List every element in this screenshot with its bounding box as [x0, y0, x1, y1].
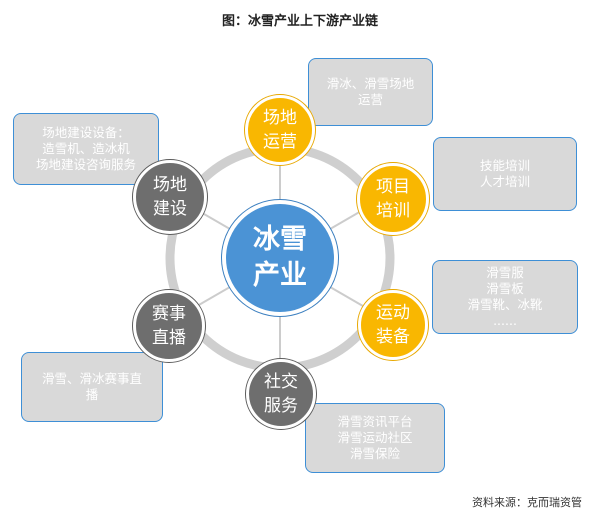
node-social-service: 社交 服务 [246, 359, 316, 429]
box-event-broadcast: 滑雪、滑冰赛事直 播 [21, 352, 163, 422]
box-venue-operation: 滑冰、滑雪场地 运营 [308, 58, 433, 126]
diagram-title: 图：冰雪产业上下游产业链 [221, 14, 378, 29]
box-sports-equipment: 滑雪服 滑雪板 滑雪靴、冰靴 ...... [432, 260, 578, 334]
source-note: 资料来源：克而瑞资管 [472, 496, 582, 509]
node-event-broadcast: 赛事 直播 [133, 290, 205, 362]
box-venue-construction: 场地建设设备： 造雪机、造冰机 场地建设咨询服务 [13, 113, 159, 185]
box-project-training: 技能培训 人才培训 [433, 137, 577, 211]
center-node-ice-snow-industry: 冰雪 产业 [222, 200, 338, 316]
node-sports-equipment: 运动 装备 [358, 290, 428, 360]
node-venue-operation: 场地 运营 [245, 95, 315, 165]
node-project-training: 项目 培训 [357, 163, 429, 235]
node-venue-construction: 场地 建设 [133, 160, 207, 234]
box-social-service: 滑雪资讯平台 滑雪运动社区 滑雪保险 [305, 403, 445, 473]
